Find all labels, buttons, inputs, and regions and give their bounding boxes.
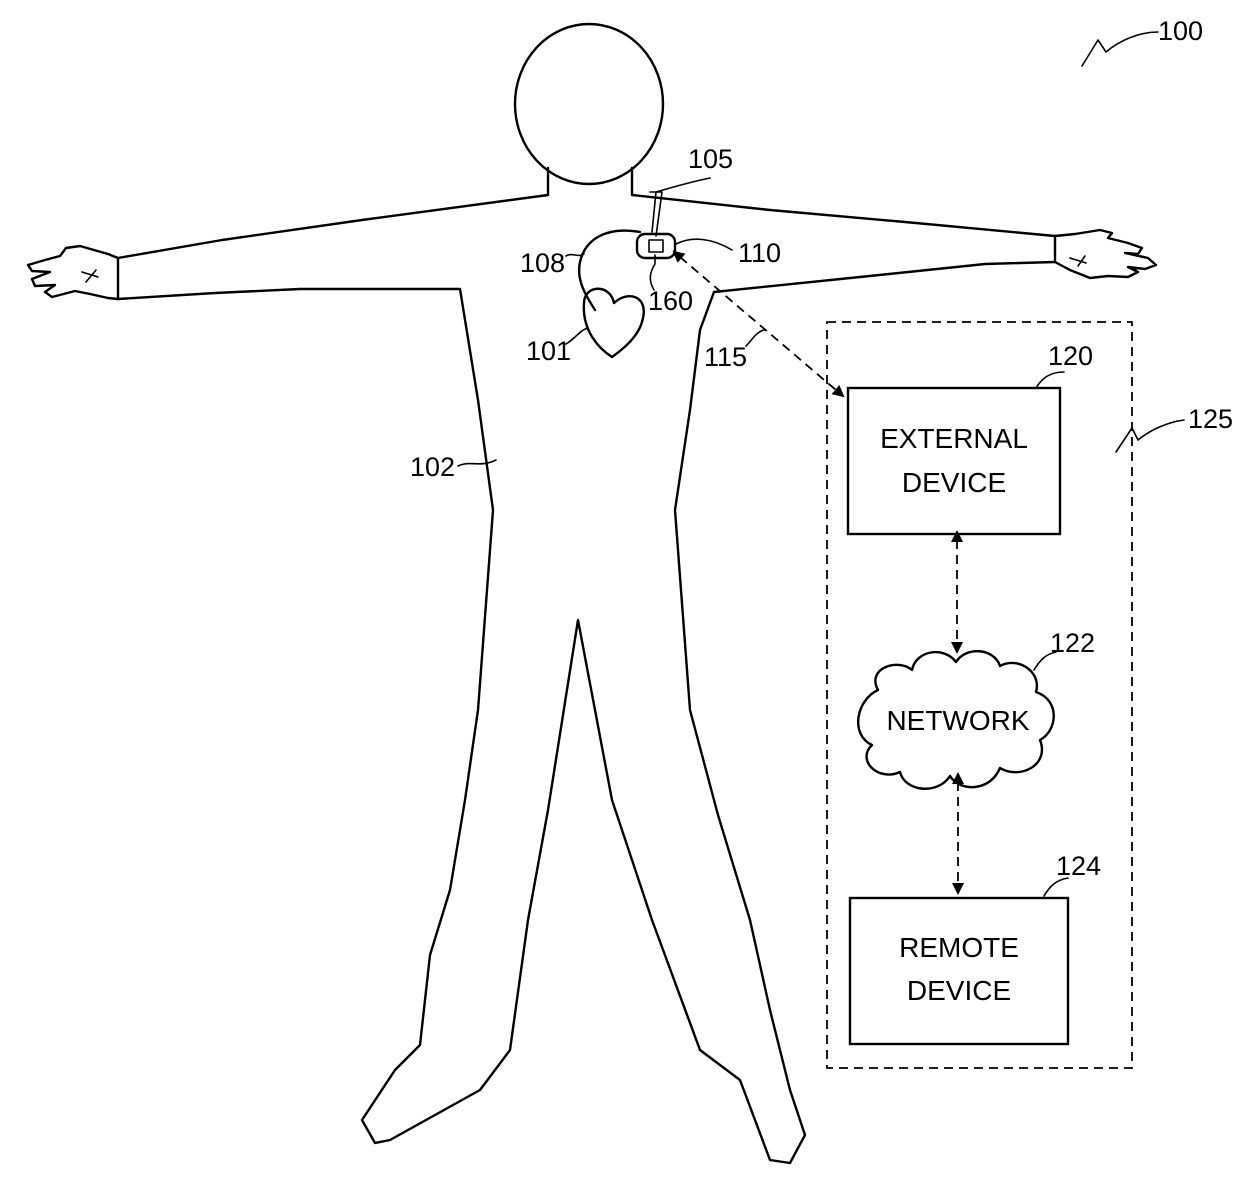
ref-100: 100 xyxy=(1158,16,1203,46)
ref-102: 102 xyxy=(410,452,455,482)
right-hand-outline xyxy=(1055,230,1156,278)
network-cloud: NETWORK xyxy=(858,651,1054,789)
reference-leaders xyxy=(458,32,1184,896)
ref-125: 125 xyxy=(1188,404,1233,434)
ref-101: 101 xyxy=(526,336,571,366)
lead-wire xyxy=(579,231,640,310)
remote-device-line2: DEVICE xyxy=(907,975,1011,1006)
head-outline xyxy=(515,24,663,184)
external-device-line1: EXTERNAL xyxy=(880,423,1028,454)
implant-device xyxy=(637,234,675,263)
external-device-block: EXTERNAL DEVICE xyxy=(848,388,1060,534)
ref-120: 120 xyxy=(1048,341,1093,371)
right-palm-mark xyxy=(1070,256,1086,266)
remote-device-line1: REMOTE xyxy=(899,932,1019,963)
remote-device-block: REMOTE DEVICE xyxy=(850,898,1068,1044)
left-hand-outline xyxy=(28,246,118,299)
ref-160: 160 xyxy=(648,286,693,316)
ref-110: 110 xyxy=(738,238,781,268)
ref-105: 105 xyxy=(688,144,733,174)
network-label: NETWORK xyxy=(886,705,1029,736)
ref-115: 115 xyxy=(704,342,747,372)
left-palm-mark xyxy=(82,270,98,282)
ref-124: 124 xyxy=(1056,851,1101,881)
telemetry-link-arrow xyxy=(680,257,843,396)
ref-122: 122 xyxy=(1050,628,1095,658)
heart-outline xyxy=(584,289,644,357)
external-device-line2: DEVICE xyxy=(902,467,1006,498)
ref-108: 108 xyxy=(520,248,565,278)
